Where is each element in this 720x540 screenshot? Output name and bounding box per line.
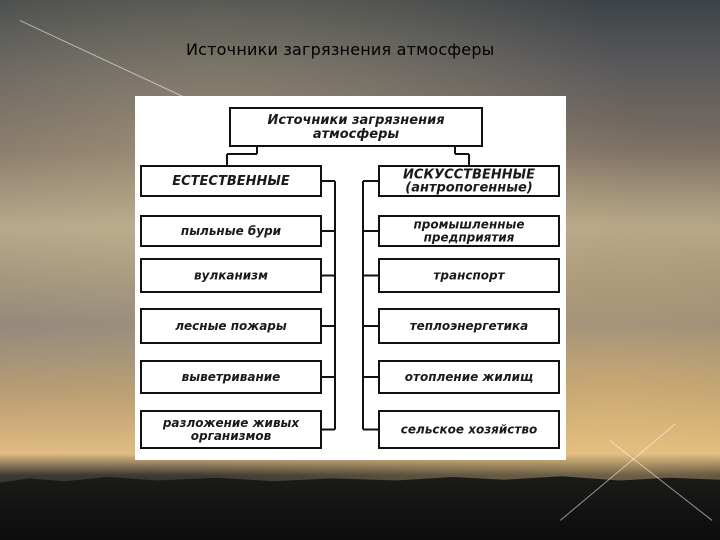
root-node-box: [229, 107, 483, 147]
left-item-label: выветривание: [182, 370, 281, 384]
left-item-label: организмов: [191, 429, 272, 443]
treeline-silhouette: [0, 476, 720, 540]
right-item-label: промышленные: [413, 218, 524, 232]
right-item-label: транспорт: [433, 269, 505, 283]
left-item-box: [140, 215, 322, 247]
left-item-label: разложение живых: [162, 416, 301, 430]
left-item-label: пыльные бури: [181, 224, 282, 238]
root-node-label: атмосферы: [313, 127, 400, 142]
right-header-label: (антропогенные): [405, 181, 532, 196]
right-item-box: [378, 308, 560, 344]
right-item-box: [378, 215, 560, 247]
right-item-box: [378, 410, 560, 449]
right-item-label: предприятия: [424, 231, 515, 245]
diagram-svg: Источники загрязненияатмосферыЕСТЕСТВЕНН…: [140, 107, 560, 449]
left-item-label: лесные пожары: [175, 319, 287, 333]
right-header-box: [378, 165, 560, 197]
right-item-label: отопление жилищ: [405, 370, 534, 384]
right-header-label: ИСКУССТВЕННЫЕ: [403, 168, 535, 183]
right-item-label: сельское хозяйство: [401, 423, 537, 437]
left-header-box: [140, 165, 322, 197]
root-node-label: Источники загрязнения: [267, 113, 444, 128]
left-header-label: ЕСТЕСТВЕННЫЕ: [172, 174, 290, 189]
right-item-label: теплоэнергетика: [410, 319, 529, 333]
slide-title: Источники загрязнения атмосферы: [186, 40, 495, 59]
left-item-box: [140, 258, 322, 293]
left-item-box: [140, 308, 322, 344]
left-item-box: [140, 410, 322, 449]
left-item-box: [140, 360, 322, 394]
right-item-box: [378, 258, 560, 293]
left-item-label: вулканизм: [194, 269, 268, 283]
right-item-box: [378, 360, 560, 394]
